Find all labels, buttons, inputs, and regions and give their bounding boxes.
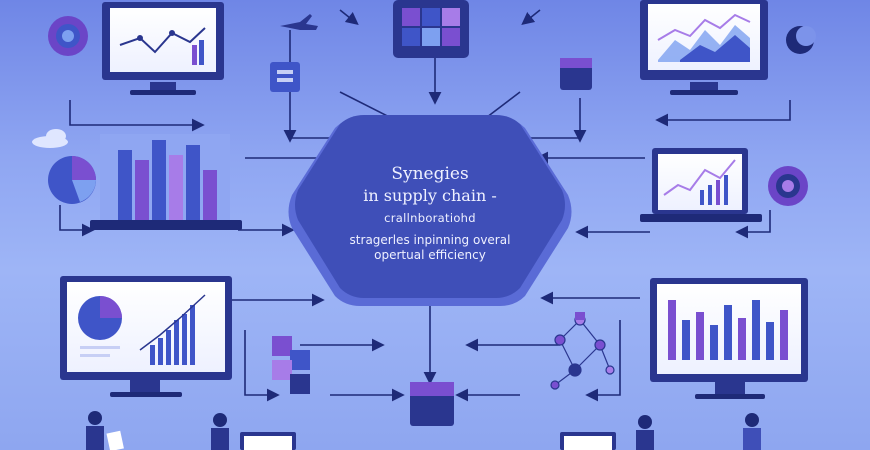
cube-stack-bottom-left xyxy=(272,336,310,394)
hub: Synegies in supply chain - crallnboratio… xyxy=(290,122,570,302)
cube-cluster-top xyxy=(393,0,469,58)
monitor-top-right xyxy=(640,0,768,95)
line-chart-icon xyxy=(119,27,206,54)
people-bottom xyxy=(86,411,761,450)
gear-icon-right xyxy=(768,166,808,206)
hub-title: Synegies xyxy=(391,164,469,184)
monitor-bottom-right xyxy=(650,278,808,399)
hub-subtitle: in supply chain - xyxy=(363,186,497,205)
lock-icon xyxy=(575,312,585,320)
network-graph-bottom-right xyxy=(550,314,615,390)
hub-shape xyxy=(288,115,572,306)
hub-line-5: opertual efficiency xyxy=(374,248,486,262)
cube-bottom-center xyxy=(410,382,454,426)
hub-line-3: crallnboratiohd xyxy=(384,211,476,225)
laptop-left xyxy=(90,134,242,230)
moon-icon xyxy=(786,26,816,54)
connector-lines xyxy=(59,9,791,402)
cube-top-right-small xyxy=(560,58,592,90)
cube-top-left-small xyxy=(270,62,300,92)
laptop-right xyxy=(640,148,762,222)
hub-line-4: stragerles inpinning overal xyxy=(349,233,511,247)
gear-icon xyxy=(48,16,88,56)
cloud-icon xyxy=(32,129,68,148)
monitor-top-left xyxy=(102,2,224,95)
pie-chart-left xyxy=(48,156,96,204)
airplane-icon xyxy=(280,14,318,30)
monitor-bottom-left xyxy=(60,276,232,397)
